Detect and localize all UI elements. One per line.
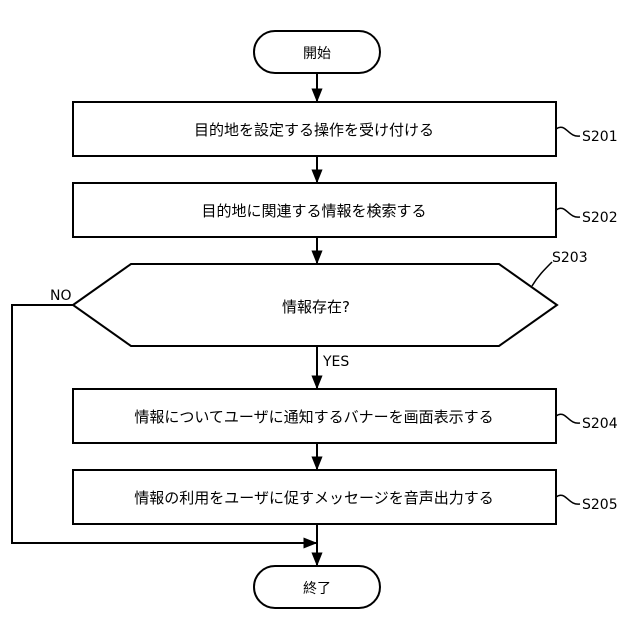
start-label: 開始 [303,46,331,62]
process-label-s201: 目的地を設定する操作を受け付ける [194,121,434,139]
process-label-s204: 情報についてユーザに通知するバナーを画面表示する [134,408,493,426]
step-tick-s204 [556,414,580,423]
step-tick-s202 [556,208,580,217]
step-tick-s201 [556,127,580,136]
process-label-s202: 目的地に関連する情報を検索する [201,202,426,220]
end-label: 終了 [303,581,331,597]
yes-label: YES [322,354,349,370]
no-label: NO [50,288,72,304]
step-label-s204: S204 [582,416,618,432]
process-label-s205: 情報の利用をユーザに促すメッセージを音声出力する [134,489,493,507]
step-label-s203: S203 [552,250,588,266]
step-label-s202: S202 [582,210,618,226]
decision-label-s203: 情報存在? [282,298,350,316]
step-tick-s203 [532,262,552,286]
step-label-s201: S201 [582,129,618,145]
step-label-s205: S205 [582,497,618,513]
step-tick-s205 [556,495,580,504]
